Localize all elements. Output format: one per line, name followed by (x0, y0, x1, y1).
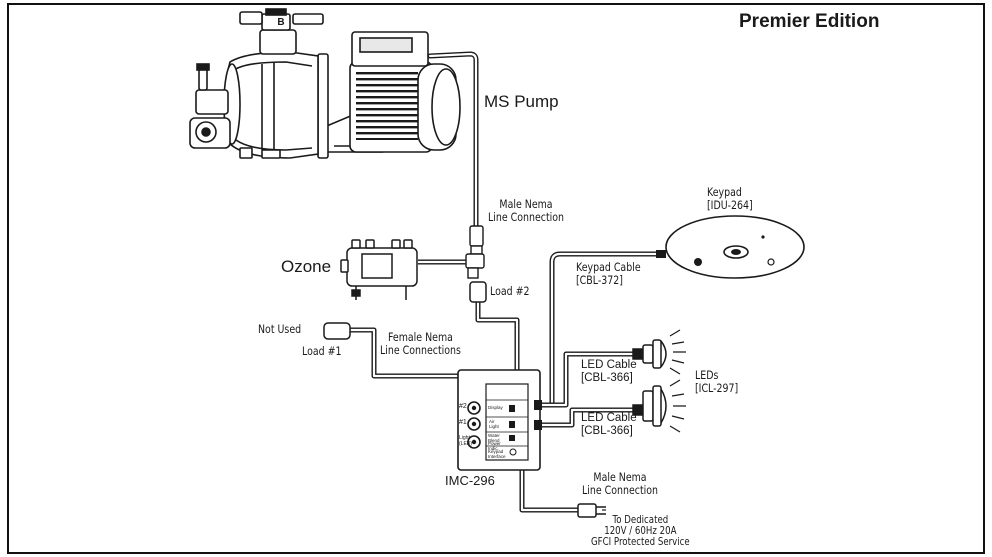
load2-cable (475, 302, 520, 370)
keypad-cable-label: Keypad Cable [CBL-372] (576, 260, 641, 287)
imc-panel-label: Keypad Interface (488, 449, 506, 460)
ozone-label: Ozone (281, 257, 332, 276)
pump-badge: B (277, 17, 285, 28)
diagram-title: Premier Edition (739, 11, 880, 32)
female-nema-label: Female Nema Line Connections (380, 330, 461, 357)
diagram-frame (7, 3, 985, 554)
imc-296-label: IMC-296 (445, 473, 495, 488)
imc-panel-label: Air Light (489, 419, 499, 430)
keypad (656, 215, 805, 279)
imc-296-controller (457, 369, 542, 471)
male-nema-power-label: Male Nema Line Connection (582, 470, 659, 497)
male-nema-pump-label: Male Nema Line Connection (488, 197, 565, 224)
ms-pump-label: MS Pump (484, 92, 559, 111)
power-plug (577, 503, 606, 518)
keypad-label: Keypad [IDU-264] (707, 185, 753, 212)
led-top (632, 329, 686, 375)
load1-connector (323, 322, 351, 340)
male-nema-pump-connector (469, 225, 484, 255)
led-cable-top-label: LED Cable [CBL-366] (581, 359, 637, 384)
imc-panel-label: Power Indic. (488, 441, 501, 452)
imc-port-label: #2 (459, 403, 467, 410)
imc-port-label: Light (LED) (459, 435, 473, 447)
not-used-label: Not Used (258, 322, 302, 336)
leds-label: LEDs [ICL-297] (695, 368, 739, 395)
imc-panel-label: Display (488, 405, 503, 410)
ozone-unit (340, 239, 418, 300)
load2-connector (469, 281, 487, 303)
load2-label: Load #2 (490, 284, 530, 298)
led-cable-bottom-label: LED Cable [CBL-366] (581, 412, 637, 437)
load1-label: Load #1 (302, 344, 342, 358)
power-cable (519, 470, 578, 513)
nema-splitter (465, 253, 485, 279)
ms-pump (189, 8, 461, 159)
imc-port-label: #1 (459, 419, 467, 426)
service-label: To Dedicated 120V / 60Hz 20A GFCI Protec… (591, 514, 690, 549)
imc-panel-label: Water Blend (488, 433, 500, 444)
led-bottom (632, 379, 686, 433)
